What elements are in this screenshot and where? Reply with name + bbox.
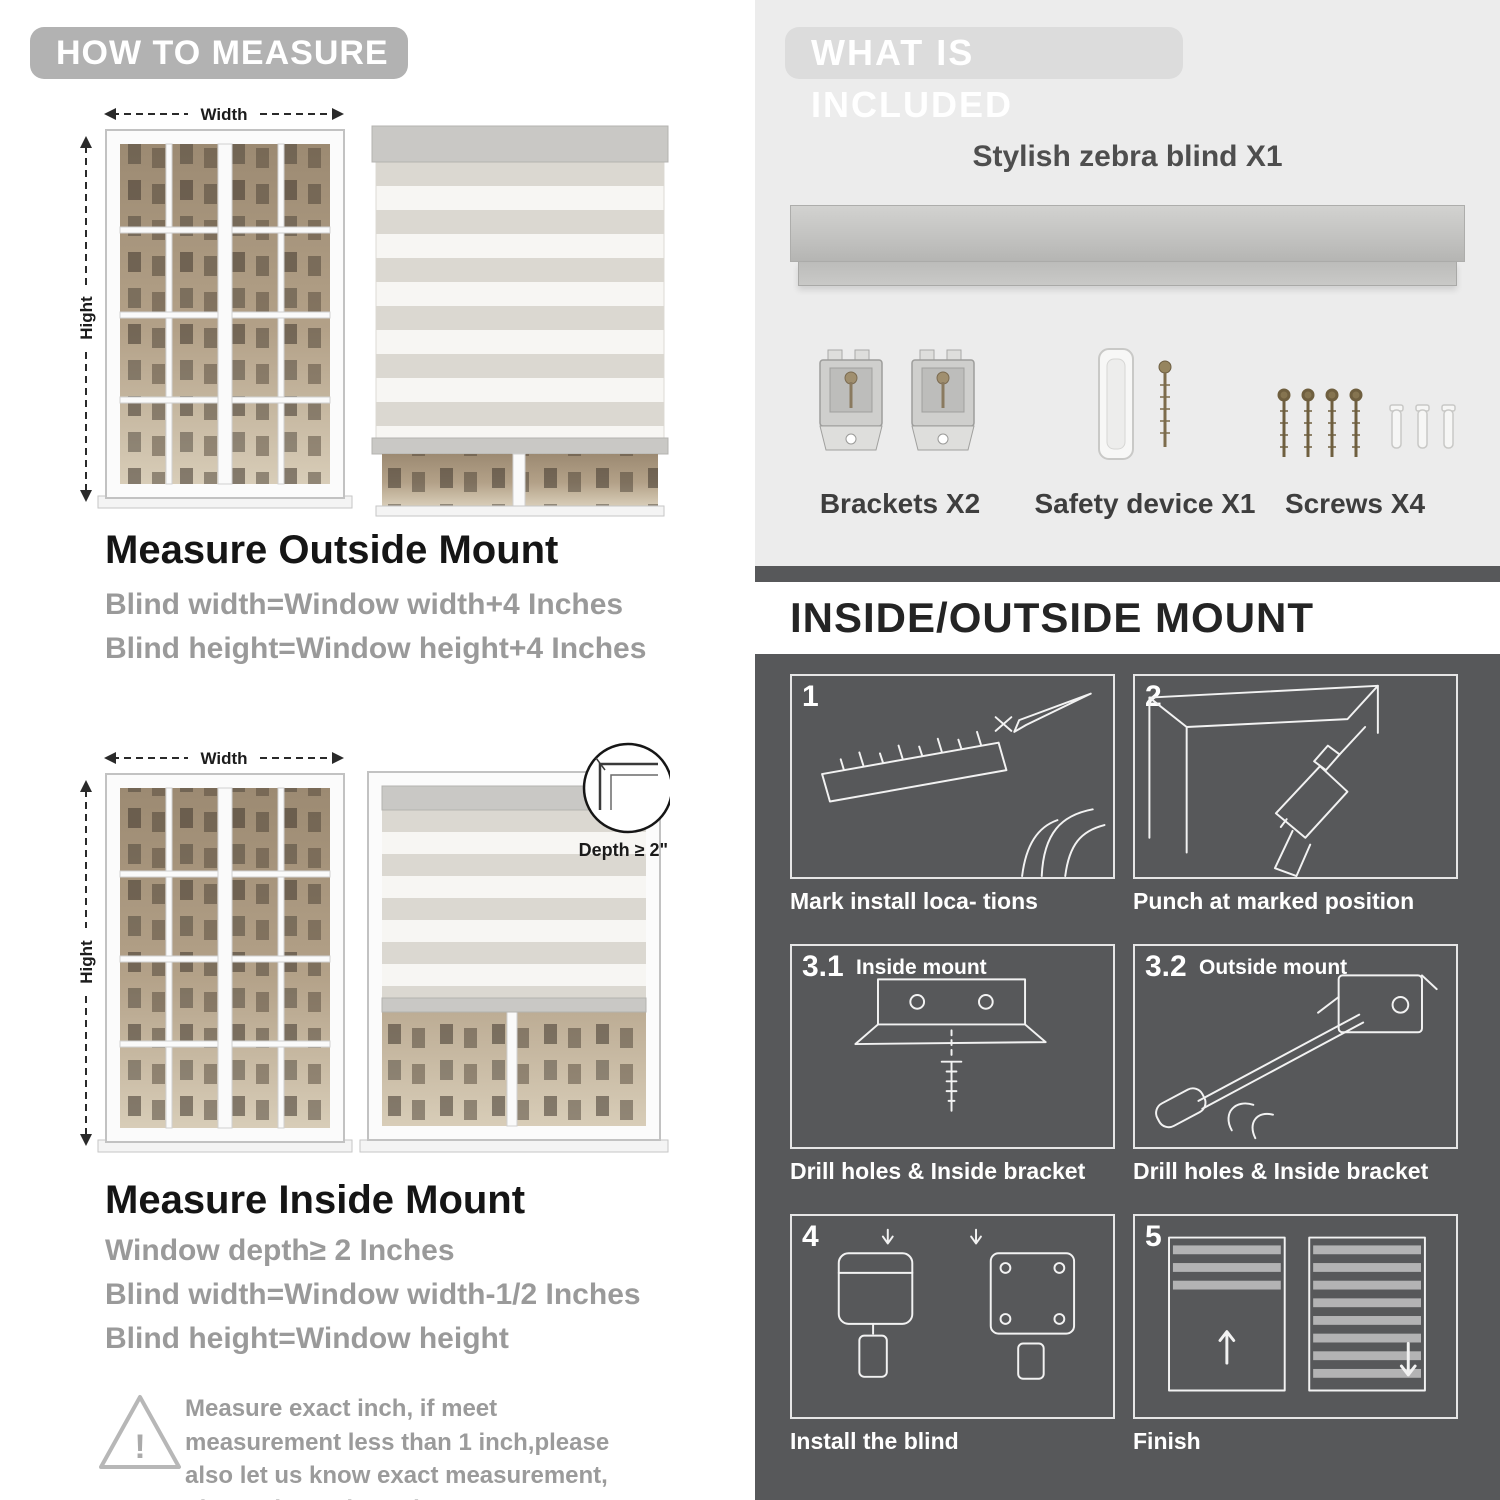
- outside-bracket-illustration: [1155, 974, 1438, 1140]
- depth-label: Depth ≥ 2": [579, 840, 668, 860]
- height-label: Hight: [77, 940, 96, 984]
- brackets-label: Brackets X2: [819, 488, 981, 519]
- inside-mount-figure: Width Hight: [77, 742, 670, 1153]
- step-caption: Drill holes & Inside bracket: [1133, 1158, 1429, 1184]
- zebra-blind-illustration: [371, 125, 669, 517]
- outside-height-formula: Blind height=Window height+4 Inches: [105, 632, 647, 665]
- inside-blind-illustration: [359, 771, 669, 1153]
- screws-label: Screws X4: [1284, 488, 1426, 519]
- measure-note-text: Measure exact inch, if meet measurement …: [185, 1395, 610, 1500]
- outside-mount-title: Measure Outside Mount: [105, 528, 559, 572]
- step-number: 4: [802, 1220, 819, 1253]
- zebra-blind-headrail-illustration: [790, 205, 1465, 262]
- screws-icon: [1277, 388, 1456, 457]
- depth-callout-icon: [582, 742, 670, 834]
- inside-height-formula: Blind height=Window height: [105, 1322, 509, 1355]
- outside-width-formula: Blind width=Window width+4 Inches: [105, 588, 624, 621]
- step-caption: Finish: [1133, 1428, 1201, 1454]
- step-number: 1: [802, 680, 819, 713]
- safety-device-label: Safety device X1: [1034, 488, 1256, 519]
- what-is-included-header: WHAT IS INCLUDED: [785, 27, 1183, 125]
- zebra-blind-headrail-lip: [798, 262, 1457, 286]
- step-panel-2: 2: [1133, 674, 1458, 879]
- step-panel-3-2: 3.2 Outside mount: [1133, 944, 1458, 1149]
- width-label: Width: [200, 749, 247, 768]
- step-panel-1: 1: [790, 674, 1115, 879]
- how-to-measure-header: HOW TO MEASURE: [30, 27, 408, 79]
- width-label: Width: [200, 105, 247, 124]
- warning-triangle-icon: !: [99, 1395, 181, 1469]
- inside-width-formula: Blind width=Window width-1/2 Inches: [105, 1278, 641, 1311]
- step-number: 5: [1145, 1220, 1162, 1253]
- step-caption: Drill holes & Inside bracket: [790, 1158, 1086, 1184]
- safety-device-icon: [1098, 348, 1172, 460]
- step-number: 3.2: [1145, 950, 1187, 983]
- included-section: WHAT IS INCLUDED Stylish zebra blind X1: [755, 0, 1500, 566]
- mount-section: INSIDE/OUTSIDE MOUNT 1 Mark install loca…: [755, 566, 1500, 1500]
- inside-depth-rule: Window depth≥ 2 Inches: [105, 1234, 455, 1267]
- height-label: Hight: [77, 296, 96, 340]
- step-panel-5: 5: [1133, 1214, 1458, 1419]
- left-panel: HOW TO MEASURE Width: [0, 0, 740, 1500]
- step-panel-3-1: 3.1 Inside mount: [790, 944, 1115, 1149]
- step-caption: Mark install loca- tions: [790, 888, 1038, 914]
- step-caption: Punch at marked position: [1133, 888, 1415, 914]
- window-illustration: [97, 773, 353, 1153]
- outside-mount-label: Outside mount: [1199, 956, 1348, 979]
- brackets-icon: [819, 348, 976, 452]
- mark-locations-illustration: [821, 692, 1106, 877]
- inside-mount-title: Measure Inside Mount: [105, 1178, 526, 1222]
- outside-mount-figure: Width Hight: [77, 105, 669, 517]
- zebra-blind-label: Stylish zebra blind X1: [972, 140, 1283, 173]
- drill-illustration: [1148, 684, 1379, 877]
- inside-bracket-illustration: [854, 978, 1047, 1112]
- step-number: 3.1: [802, 950, 844, 983]
- install-blind-illustration: [837, 1228, 1076, 1380]
- step-panel-4: 4: [790, 1214, 1115, 1419]
- inside-outside-mount-header: INSIDE/OUTSIDE MOUNT: [755, 582, 1500, 654]
- window-illustration: [97, 129, 353, 509]
- finish-illustration: [1168, 1236, 1426, 1392]
- svg-text:!: !: [134, 1428, 145, 1466]
- step-caption: Install the blind: [790, 1428, 959, 1454]
- inside-mount-label: Inside mount: [856, 956, 987, 979]
